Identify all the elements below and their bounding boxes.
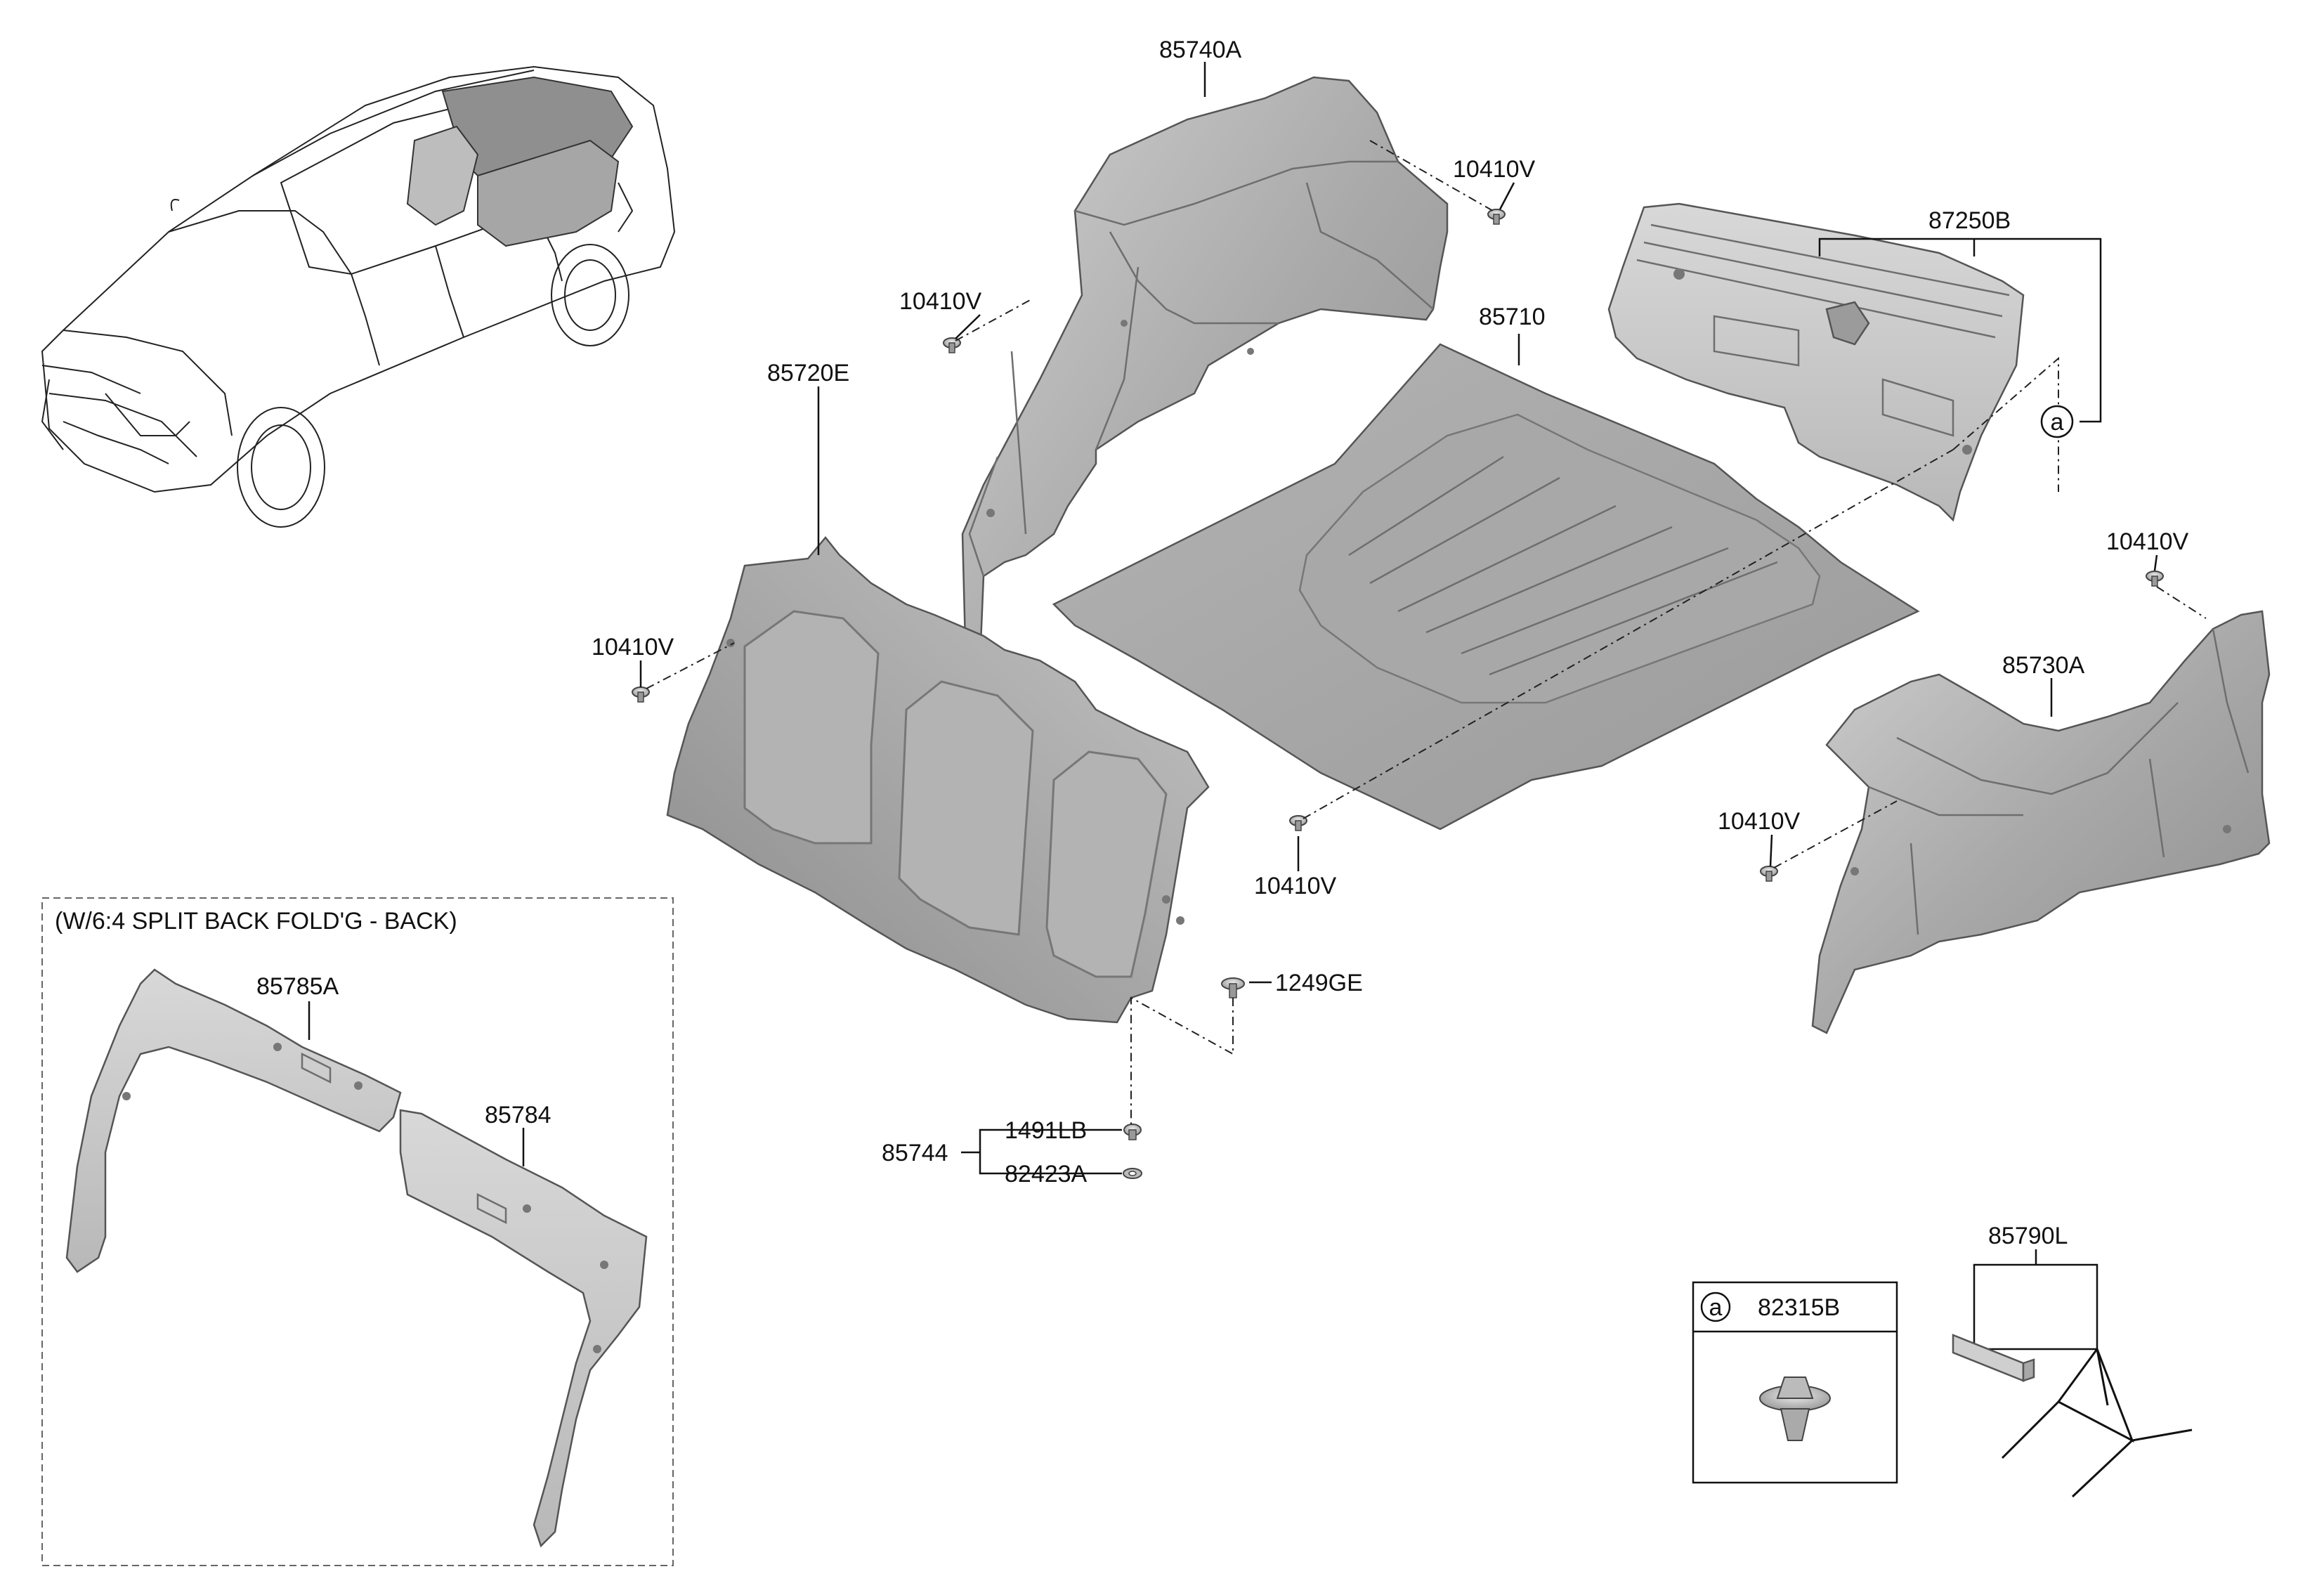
warning-triangle-85790L bbox=[1952, 1334, 2193, 1498]
clip-10410V-left-lower-icon bbox=[632, 686, 650, 703]
label-82315B: 82315B bbox=[1758, 1294, 1840, 1321]
trim-85784 bbox=[399, 1109, 648, 1548]
inset-note: (W/6:4 SPLIT BACK FOLD'G - BACK) bbox=[55, 908, 457, 935]
luggage-floor-covering-85710 bbox=[1052, 343, 1920, 831]
assembly-dashed-lines bbox=[646, 140, 2207, 1124]
callout-a-marker: a bbox=[2040, 405, 2074, 438]
label-10410V-right-lower: 10410V bbox=[1718, 808, 1801, 835]
clip-82315B-inset: a bbox=[1692, 1281, 1898, 1484]
label-10410V-left-lower: 10410V bbox=[592, 634, 674, 660]
rear-seat-back-trim-85720E bbox=[666, 536, 1210, 1024]
clip-10410V-floor-icon bbox=[1289, 815, 1307, 831]
trunk-back-panel-trim-87250B bbox=[1607, 202, 2025, 522]
clip-10410V-upper-icon bbox=[1487, 209, 1506, 225]
label-85784: 85784 bbox=[485, 1102, 551, 1128]
part-labels: 85740A 10410V 87250B 10410V 85710 85720E… bbox=[256, 37, 2189, 1321]
split-back-inset: (W/6:4 SPLIT BACK FOLD'G - BACK) bbox=[41, 897, 674, 1566]
label-1249GE: 1249GE bbox=[1275, 970, 1363, 996]
vehicle-overview-illustration bbox=[41, 65, 676, 528]
right-quarter-trim-85730A bbox=[1811, 610, 2271, 1034]
bolt-1491LB-icon bbox=[1123, 1124, 1142, 1140]
label-85790L: 85790L bbox=[1988, 1223, 2068, 1249]
inset-callout-a-text: a bbox=[1709, 1294, 1723, 1321]
label-85730A: 85730A bbox=[2002, 652, 2085, 679]
label-10410V-right-upper: 10410V bbox=[2106, 528, 2189, 555]
label-10410V-upper: 10410V bbox=[1453, 156, 1536, 183]
label-82423A: 82423A bbox=[1005, 1161, 1088, 1187]
washer-82423A-icon bbox=[1123, 1168, 1142, 1179]
trim-85785A bbox=[65, 968, 402, 1273]
label-85740A: 85740A bbox=[1159, 37, 1242, 63]
label-85744: 85744 bbox=[882, 1140, 948, 1166]
label-85785A: 85785A bbox=[256, 973, 339, 1000]
label-85710: 85710 bbox=[1479, 304, 1546, 330]
label-85720E: 85720E bbox=[767, 360, 849, 386]
label-10410V-floor: 10410V bbox=[1254, 873, 1337, 899]
label-1491LB: 1491LB bbox=[1005, 1117, 1087, 1144]
clip-10410V-right-upper-icon bbox=[2146, 571, 2164, 587]
label-10410V-left-upper: 10410V bbox=[899, 288, 982, 315]
screw-1249GE-icon bbox=[1221, 977, 1245, 998]
label-87250B: 87250B bbox=[1928, 207, 2011, 234]
callout-a-text: a bbox=[2051, 409, 2064, 436]
left-quarter-trim-85740A bbox=[961, 76, 1449, 809]
push-clip-icon bbox=[1759, 1377, 1831, 1441]
clip-10410V-right-lower-icon bbox=[1760, 866, 1778, 882]
